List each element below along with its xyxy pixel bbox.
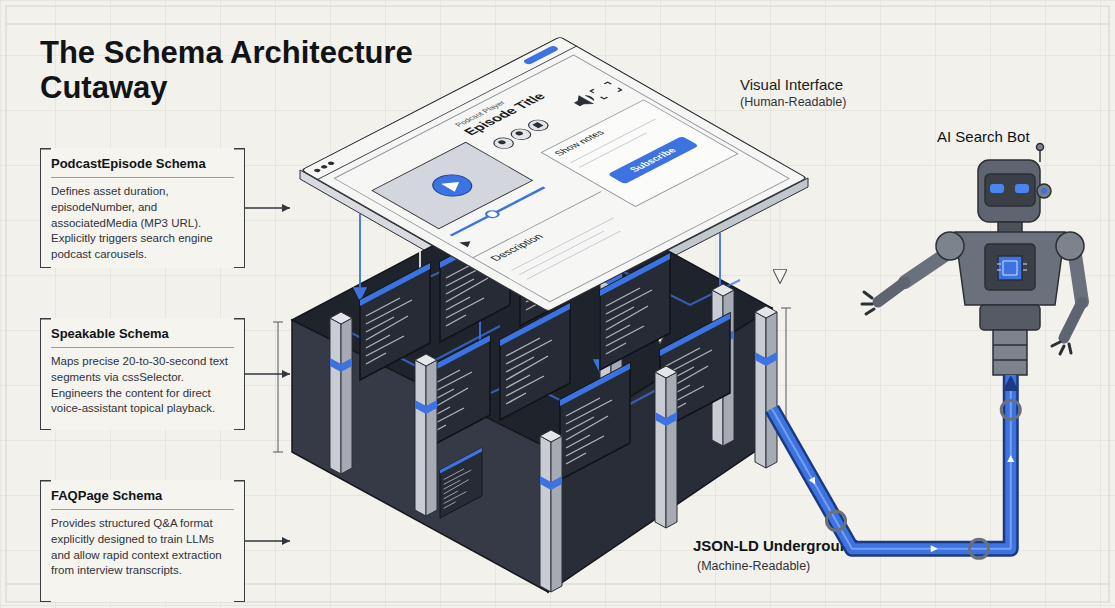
leader-line <box>245 540 290 541</box>
search-bot: AI Search Bot <box>860 122 1085 375</box>
data-pipe <box>772 375 1020 558</box>
callout-heading: FAQPage Schema <box>51 488 234 510</box>
pipe-joint <box>827 511 846 530</box>
bot-label: AI Search Bot <box>937 128 1030 146</box>
callout-body: Defines asset duration, episodeNumber, a… <box>51 184 234 262</box>
robot-illustration <box>862 144 1084 376</box>
leader-line <box>245 207 290 208</box>
arrow-head <box>282 370 290 378</box>
underground-block: JSON-LD Underground(Machine-Readable) <box>290 185 772 592</box>
leader-arrow <box>245 537 290 545</box>
pipe-body <box>772 375 1011 549</box>
leader-arrow <box>245 204 290 212</box>
callout-body: Maps precise 20-to-30-second text segmen… <box>51 354 234 417</box>
layer-subtitle: (Human-Readable) <box>740 95 846 109</box>
arrow-head <box>282 204 290 212</box>
pipe-joint <box>970 539 989 558</box>
frame-lines <box>6 6 1109 602</box>
layer-label: Visual Interface <box>740 76 843 93</box>
arrow-head <box>282 537 290 545</box>
leader-line <box>245 373 290 374</box>
diagram-title: The Schema Architecture Cutaway <box>40 36 480 105</box>
callout-body: Provides structured Q&A format explicitl… <box>51 516 234 579</box>
callout-heading: PodcastEpisode Schema <box>51 156 234 178</box>
arrow-head <box>1003 375 1019 391</box>
flow-chevron <box>1007 455 1014 462</box>
pipe-outline <box>772 375 1011 549</box>
pipe-joint <box>1001 400 1020 419</box>
pipe-highlight <box>772 375 1011 549</box>
layer-subtitle: (Machine-Readable) <box>697 559 810 574</box>
leader-arrow <box>245 370 290 378</box>
schema-callout: PodcastEpisode SchemaDefines asset durat… <box>40 148 245 268</box>
dimension-brackets <box>273 308 791 452</box>
schema-callout: FAQPage SchemaProvides structured Q&A fo… <box>40 480 245 602</box>
schema-callout: Speakable SchemaMaps precise 20-to-30-se… <box>40 318 245 430</box>
browser-ui <box>300 36 808 312</box>
browser-window: Podcast PlayerEpisode TitleShow notesSub… <box>300 36 808 312</box>
callout-heading: Speakable Schema <box>51 326 234 348</box>
layer-heading: JSON-LD Underground <box>693 537 858 555</box>
flow-chevron <box>809 477 816 485</box>
flow-chevron <box>931 545 938 552</box>
